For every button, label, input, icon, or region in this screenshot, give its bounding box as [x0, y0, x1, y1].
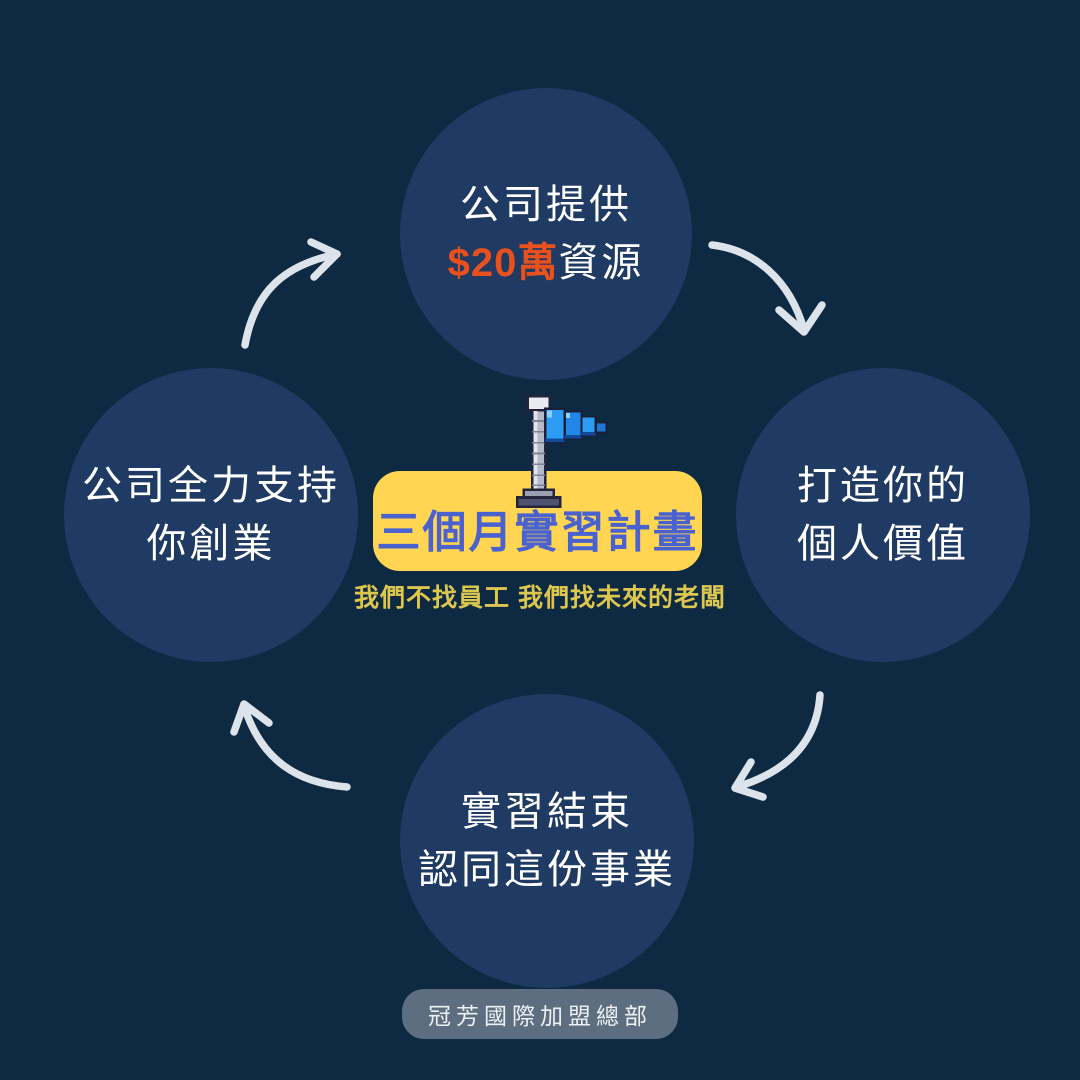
node-top-line2-rest: 資源	[558, 241, 645, 285]
center-subtitle: 我們不找員工 我們找未來的老闆	[354, 584, 726, 612]
node-top-company-resources: 公司提供 $20萬資源	[400, 88, 692, 380]
curved-arrow-left-to-top-icon	[241, 238, 341, 349]
center-title: 三個月實習計畫	[376, 508, 699, 557]
node-top-highlight: $20萬	[447, 241, 559, 285]
node-right-personal-value: 打造你的 個人價值	[736, 368, 1030, 662]
curved-arrow-top-to-right-icon	[708, 241, 826, 336]
node-right-line2: 個人價值	[797, 522, 969, 566]
footer-badge: 冠芳國際加盟總部	[402, 989, 678, 1039]
curved-arrow-bottom-to-left-icon	[230, 700, 351, 791]
node-bottom-line1: 實習結束	[461, 790, 633, 834]
pixel-flag-icon	[515, 395, 608, 509]
node-bottom-internship-end: 實習結束 認同這份事業	[400, 694, 694, 988]
curved-arrow-right-to-bottom-icon	[731, 691, 824, 801]
node-top-line2: $20萬資源	[448, 234, 645, 292]
node-left-line1: 公司全力支持	[82, 464, 340, 508]
node-left-company-support: 公司全力支持 你創業	[64, 368, 358, 662]
node-bottom-line2: 認同這份事業	[418, 848, 676, 892]
center-title-box: 三個月實習計畫	[373, 471, 702, 571]
node-top-line1: 公司提供	[460, 183, 632, 227]
node-left-line2: 你創業	[146, 522, 276, 566]
node-right-line1: 打造你的	[797, 464, 969, 508]
